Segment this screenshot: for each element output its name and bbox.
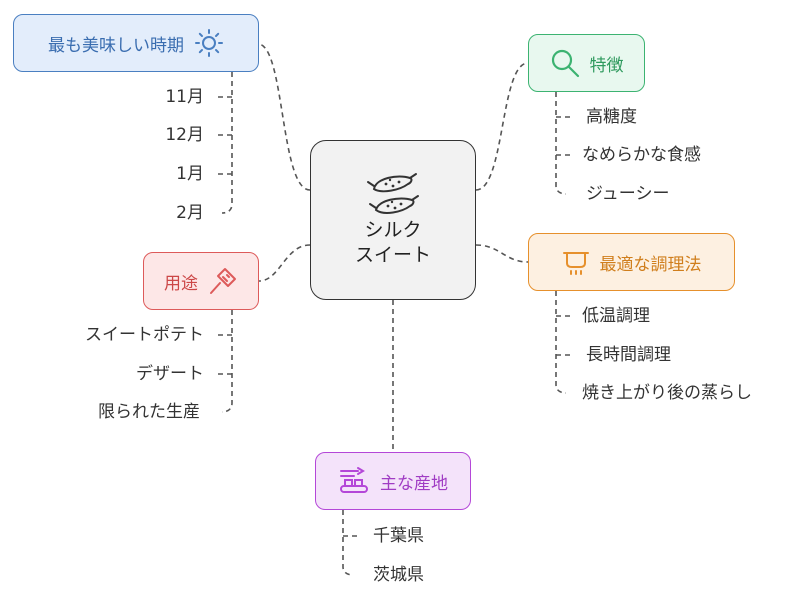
magnifier-icon xyxy=(550,48,580,78)
cooking-pot-icon xyxy=(562,247,590,277)
connector-uses xyxy=(258,244,311,282)
branch-regions[interactable]: 主な産地 xyxy=(315,452,471,510)
features-item: ジューシー xyxy=(586,184,670,204)
sweet-potato-icon xyxy=(366,172,420,218)
season-item: 1月 xyxy=(176,164,204,184)
features-item: なめらかな食感 xyxy=(582,145,701,165)
connector-regions-items xyxy=(342,510,354,576)
branch-uses-label: 用途 xyxy=(164,273,198,294)
cooking-item: 低温調理 xyxy=(582,306,650,326)
uses-item: デザート xyxy=(136,364,204,384)
sun-icon xyxy=(194,28,224,58)
branch-features-label: 特徴 xyxy=(589,55,624,76)
season-item: 11月 xyxy=(165,87,204,107)
center-node[interactable]: シルク スイート xyxy=(310,140,476,300)
regions-item: 千葉県 xyxy=(373,526,424,546)
branch-season-label: 最も美味しい時期 xyxy=(48,35,184,56)
uses-item: 限られた生産 xyxy=(98,402,200,422)
connector-cooking-items xyxy=(555,291,567,394)
branch-regions-label: 主な産地 xyxy=(380,473,448,494)
season-item: 2月 xyxy=(176,203,204,223)
branch-cooking-label: 最適な調理法 xyxy=(599,254,702,275)
branch-features[interactable]: 特徴 xyxy=(528,34,645,92)
connector-features-items xyxy=(555,92,567,195)
cooking-item: 長時間調理 xyxy=(586,345,671,365)
features-item: 高糖度 xyxy=(586,107,637,127)
uses-item: スイートポテト xyxy=(85,325,204,345)
conveyor-icon xyxy=(338,466,370,496)
connector-features xyxy=(475,62,529,191)
regions-item: 茨城県 xyxy=(373,565,424,585)
branch-season[interactable]: 最も美味しい時期 xyxy=(13,14,259,72)
connector-season xyxy=(257,43,311,191)
center-title-line2: スイート xyxy=(354,244,431,266)
connector-season-items xyxy=(221,72,233,214)
branch-cooking[interactable]: 最適な調理法 xyxy=(528,233,735,291)
season-item: 12月 xyxy=(165,125,204,145)
spatula-icon xyxy=(208,266,238,296)
branch-uses[interactable]: 用途 xyxy=(143,252,259,310)
cooking-item: 焼き上がり後の蒸らし xyxy=(582,383,752,403)
connector-cooking xyxy=(475,244,529,263)
center-title-line1: シルク xyxy=(364,219,422,241)
connector-uses-items xyxy=(221,310,233,413)
